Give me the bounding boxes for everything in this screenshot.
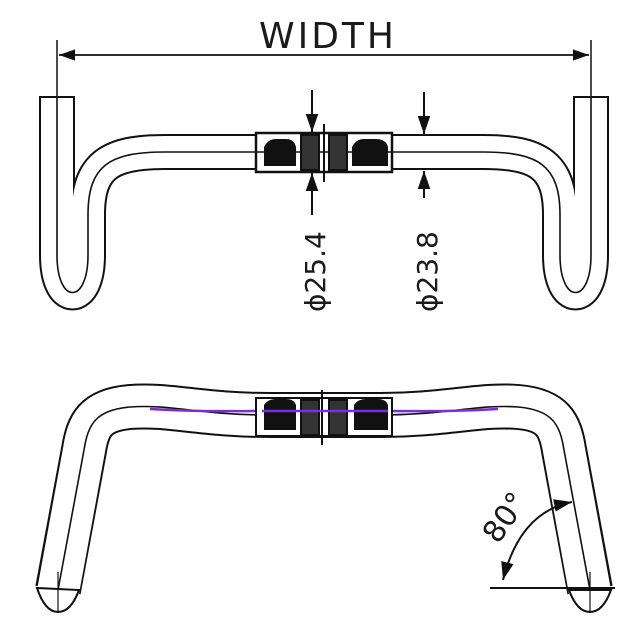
grip-diameter-dimension: ϕ23.8 (411, 92, 444, 312)
clamp-diameter-label: ϕ25.4 (299, 231, 332, 312)
clamp-diameter-dimension: ϕ25.4 (299, 90, 332, 312)
drop-angle-label: 80° (476, 486, 535, 550)
front-stem-clamp (255, 390, 393, 445)
top-view: WIDTH ϕ25.4 ϕ23.8 (39, 16, 609, 312)
top-stem-clamp (254, 124, 394, 182)
grip-diameter-label: ϕ23.8 (411, 231, 444, 312)
width-label: WIDTH (259, 16, 397, 57)
width-dimension: WIDTH (56, 16, 592, 96)
front-view: 80° (35, 383, 615, 614)
